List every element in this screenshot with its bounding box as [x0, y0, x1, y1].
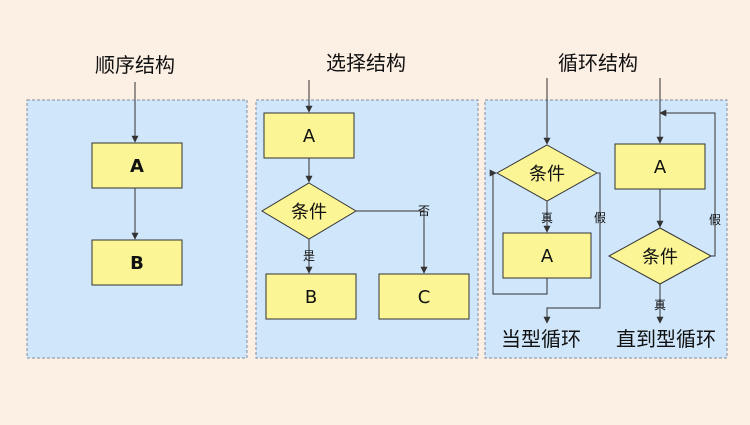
until-true-label: 真 — [654, 298, 666, 312]
selection-no-arrow — [356, 210, 428, 274]
until-false-loop-back-arrow — [659, 109, 716, 257]
until-condition-label: 条件 — [642, 247, 678, 268]
until-box-a-label: A — [654, 157, 667, 178]
selection-yes-label: 是 — [303, 249, 315, 263]
sequence-box-b — [91, 239, 183, 286]
until-loop-caption: 直到型循环 — [616, 327, 716, 351]
until-false-label: 假 — [709, 213, 721, 227]
selection-title: 选择结构 — [326, 51, 406, 75]
selection-box-c-label: C — [418, 287, 431, 308]
sequence-box-a — [91, 142, 183, 189]
selection-box-b — [265, 273, 357, 320]
while-loop-back-arrow — [489, 169, 548, 295]
loop-panel — [484, 99, 728, 359]
while-false-exit-arrow — [543, 172, 601, 324]
sequence-box-b-label: B — [130, 253, 144, 274]
while-box-a — [502, 232, 592, 279]
sequence-panel — [26, 99, 248, 359]
while-true-label: 真 — [541, 211, 553, 225]
while-box-a-label: A — [541, 246, 554, 267]
loop-title: 循环结构 — [558, 51, 638, 75]
selection-box-c — [378, 273, 470, 320]
sequence-box-a-label: A — [130, 156, 144, 177]
while-condition-label: 条件 — [529, 164, 565, 185]
sequence-title: 顺序结构 — [95, 53, 175, 77]
selection-condition-label: 条件 — [291, 202, 327, 223]
while-false-label: 假 — [594, 211, 606, 225]
selection-no-label: 否 — [418, 204, 430, 218]
selection-box-b-label: B — [305, 287, 317, 308]
until-box-a — [614, 143, 706, 190]
selection-box-a — [263, 112, 355, 159]
selection-box-a-label: A — [303, 126, 316, 147]
while-loop-caption: 当型循环 — [501, 327, 581, 351]
